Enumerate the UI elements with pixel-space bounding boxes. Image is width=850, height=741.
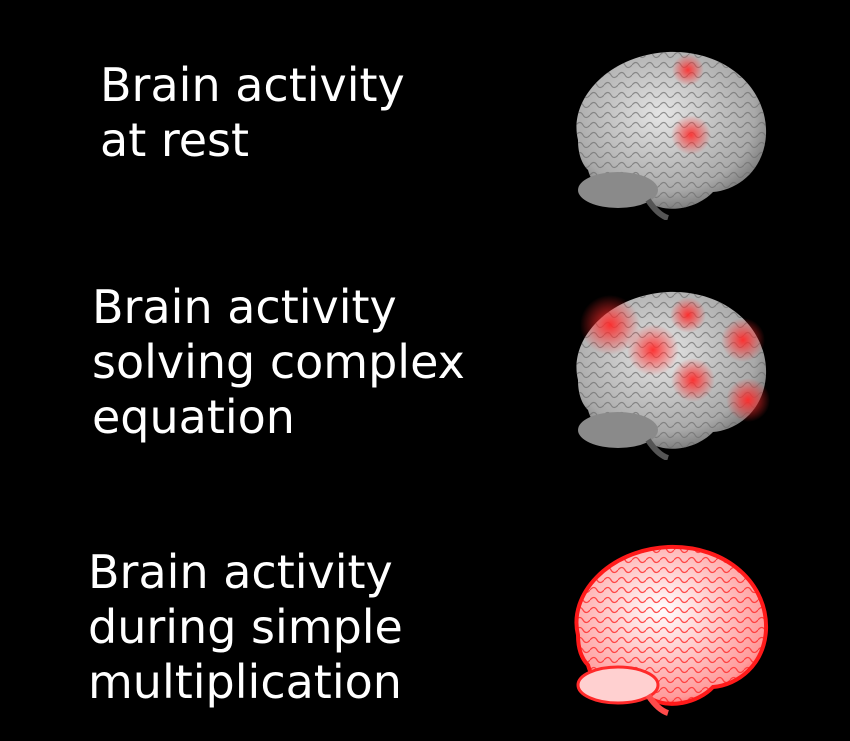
- caption-line: during simple: [88, 600, 403, 654]
- caption-line: equation: [92, 390, 295, 444]
- caption-line: solving complex: [92, 335, 465, 389]
- caption-line: multiplication: [88, 655, 402, 709]
- panel-rest: Brain activity at rest: [0, 0, 850, 240]
- brain-multiplication-image: [574, 544, 769, 716]
- caption-line: at rest: [100, 113, 250, 167]
- caption-line: Brain activity: [100, 58, 405, 112]
- caption-line: Brain activity: [88, 545, 393, 599]
- brain-rest-image: [576, 51, 767, 220]
- caption-simple-multiplication: Brain activity during simple multiplicat…: [88, 545, 403, 710]
- caption-line: Brain activity: [92, 280, 397, 334]
- panel-simple-multiplication: Brain activity during simple multiplicat…: [0, 490, 850, 741]
- panel-complex-equation: Brain activity solving complex equation: [0, 240, 850, 490]
- caption-complex-equation: Brain activity solving complex equation: [92, 280, 465, 445]
- brain-complex-image: [576, 291, 770, 460]
- caption-rest: Brain activity at rest: [100, 58, 405, 168]
